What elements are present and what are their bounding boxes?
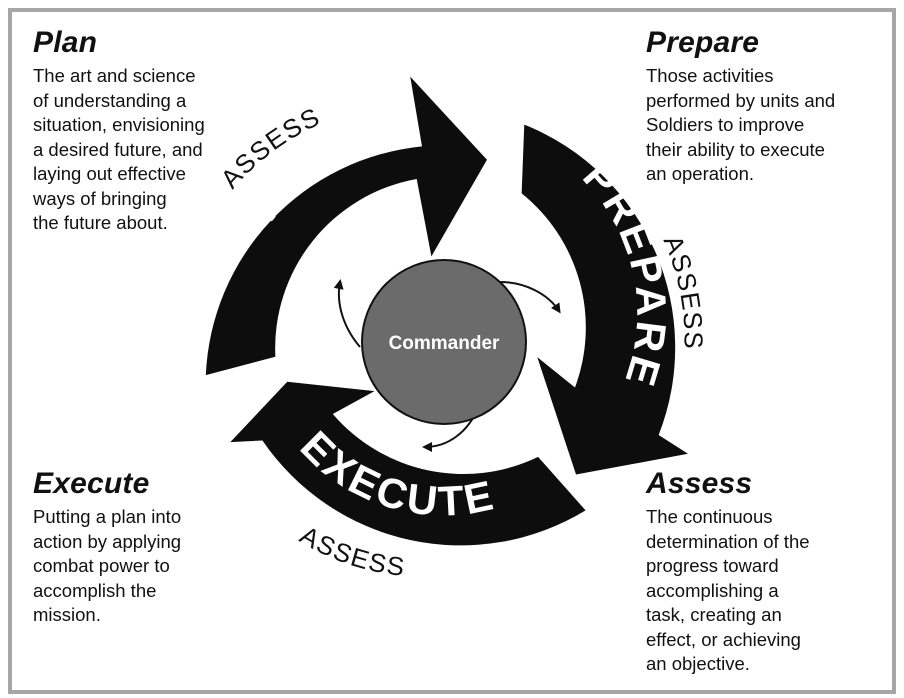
assess-text: The continuous determination of the prog… <box>646 505 866 677</box>
assess-title: Assess <box>646 467 753 500</box>
assess-line: accomplishing a <box>646 579 779 601</box>
plan-line: laying out effective <box>33 163 186 184</box>
assess-description: Assess The continuous determination of t… <box>646 467 866 677</box>
execute-line: accomplish the <box>33 579 157 601</box>
prepare-line: Soldiers to improve <box>646 114 805 135</box>
execute-title: Execute <box>33 467 150 500</box>
prepare-text: Those activities performed by units and … <box>646 64 876 187</box>
execute-line: action by applying <box>33 530 182 552</box>
plan-line: The art and science <box>33 65 196 86</box>
execute-line: mission. <box>33 604 101 625</box>
execute-line: Putting a plan into <box>33 506 182 527</box>
plan-description: Plan The art and science of understandin… <box>33 26 253 236</box>
plan-line: a desired future, and <box>33 138 203 160</box>
prepare-title: Prepare <box>646 26 760 59</box>
assess-line: task, creating an <box>646 604 782 625</box>
execute-text: Putting a plan into action by applying c… <box>33 505 233 628</box>
prepare-line: an operation. <box>646 163 755 184</box>
assess-line: The continuous <box>646 506 773 527</box>
prepare-line: performed by units and <box>646 89 836 111</box>
prepare-line: their ability to execute <box>646 138 825 160</box>
plan-line: situation, envisioning <box>33 114 205 135</box>
commander-to-prepare-arrow <box>499 281 561 314</box>
prepare-arrow <box>521 124 688 475</box>
plan-line: of understanding a <box>33 89 187 111</box>
execute-arrow <box>230 381 586 546</box>
plan-title: Plan <box>33 26 98 59</box>
prepare-description: Prepare Those activities performed by un… <box>646 26 876 187</box>
prepare-line: Those activities <box>646 65 774 86</box>
assess-line: effect, or achieving <box>646 628 801 650</box>
assess-line: determination of the <box>646 530 810 552</box>
plan-line: ways of bringing <box>33 187 167 209</box>
execute-description: Execute Putting a plan into action by ap… <box>33 467 233 628</box>
execute-line: combat power to <box>33 555 170 576</box>
commander-circle <box>361 259 527 425</box>
assess-line: progress toward <box>646 555 779 576</box>
execute-arc-label-path: EXECUTE <box>292 422 497 525</box>
plan-arrow <box>205 76 487 376</box>
assess-line: an objective. <box>646 653 750 674</box>
plan-line: the future about. <box>33 212 168 233</box>
commander-label: Commander <box>389 333 500 354</box>
commander-to-plan-arrow <box>333 279 361 348</box>
plan-text: The art and science of understanding a s… <box>33 64 253 236</box>
execute-arc-label: EXECUTE <box>292 422 500 525</box>
